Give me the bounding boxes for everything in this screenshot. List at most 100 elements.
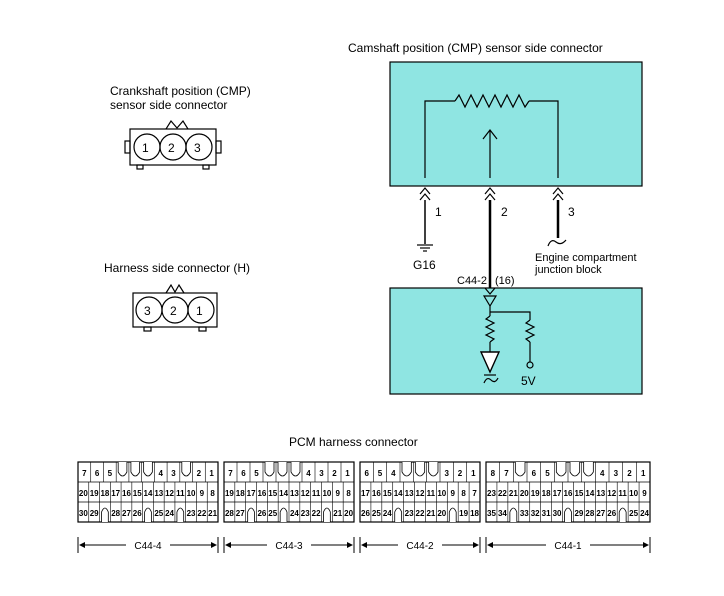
pcm-pin-number: 15 — [268, 489, 277, 498]
wire-pin-2: 2 — [501, 205, 508, 219]
pcm-pin-number: 7 — [504, 469, 509, 478]
connector-key-notch — [583, 462, 594, 477]
connector-key-notch — [130, 462, 141, 477]
pcm-pin-number: 10 — [322, 489, 331, 498]
pcm-pin-number: 12 — [416, 489, 425, 498]
camshaft-sensor-box — [389, 61, 643, 187]
pcm-pin-number: 26 — [607, 509, 616, 518]
pcm-pin-number: 30 — [553, 509, 562, 518]
pcm-pin-number: 28 — [585, 509, 594, 518]
connector-key-notch — [264, 462, 275, 477]
pcm-pin-number: 16 — [564, 489, 573, 498]
pcm-pin-number: 1 — [471, 469, 476, 478]
pcm-pin-number: 17 — [361, 489, 370, 498]
pcm-pin-number: 17 — [553, 489, 562, 498]
pcm-pin-number: 6 — [532, 469, 537, 478]
pcm-pin-number: 12 — [607, 489, 616, 498]
wire-3 — [547, 187, 567, 247]
ground-g16-label: G16 — [413, 258, 436, 272]
pcm-pin-number: 1 — [641, 469, 646, 478]
pcm-pin-number: 16 — [257, 489, 266, 498]
pcm-pin-number: 23 — [487, 489, 496, 498]
pcm-pin-number: 11 — [427, 489, 436, 498]
pcm-pin-number: 22 — [498, 489, 507, 498]
pcm-pin-number: 4 — [391, 469, 396, 478]
pcm-pin-number: 5 — [254, 469, 259, 478]
pcm-pin-number: 19 — [459, 509, 468, 518]
crank-pin-1: 1 — [142, 141, 149, 155]
crank-connector — [124, 119, 222, 170]
pcm-internal-circuit — [482, 287, 536, 384]
connector-key-notch — [394, 507, 403, 522]
pcm-box — [389, 287, 643, 395]
pcm-pin-number: 25 — [629, 509, 638, 518]
pcm-pin-number: 13 — [596, 489, 605, 498]
pcm-pin-number: 21 — [333, 509, 342, 518]
pcm-pin-number: 7 — [82, 469, 87, 478]
pcm-pin-number: 33 — [520, 509, 529, 518]
pcm-pin-number: 1 — [209, 469, 214, 478]
pcm-pin-number: 10 — [437, 489, 446, 498]
crank-pin-2: 2 — [168, 141, 175, 155]
connector-key-notch — [428, 462, 439, 477]
connector-key-notch — [290, 462, 301, 477]
pcm-pin-number: 12 — [301, 489, 310, 498]
pcm-pin-number: 9 — [200, 489, 205, 498]
harness-pin-1: 1 — [196, 304, 203, 318]
pcm-pin-number: 18 — [100, 489, 109, 498]
pcm-pin-number: 4 — [159, 469, 164, 478]
pcm-pin-number: 23 — [301, 509, 310, 518]
connector-key-notch — [323, 507, 331, 522]
pcm-pin-number: 9 — [642, 489, 647, 498]
pcm-pin-number: 24 — [165, 509, 174, 518]
pcm-pin-number: 18 — [542, 489, 551, 498]
pcm-connector-label: C44-1 — [554, 541, 582, 552]
pcm-pin-number: 28 — [111, 509, 120, 518]
connector-key-notch — [117, 462, 128, 477]
pcm-pin-number: 14 — [279, 489, 288, 498]
wire-1 — [417, 187, 433, 252]
pcm-pin-number: 7 — [472, 489, 477, 498]
pcm-pin-number: 10 — [187, 489, 196, 498]
pcm-pin-number: 24 — [383, 509, 392, 518]
connector-key-notch — [618, 507, 627, 522]
wire-2 — [484, 187, 496, 288]
pcm-pin-number: 2 — [458, 469, 463, 478]
pcm-pin-number: 2 — [197, 469, 202, 478]
pcm-pin-number: 14 — [394, 489, 403, 498]
pcm-pin-number: 5 — [378, 469, 383, 478]
pcm-pin-number: 2 — [332, 469, 337, 478]
pcm-pin-number: 21 — [509, 489, 518, 498]
pcm-pin-number: 15 — [133, 489, 142, 498]
pcm-pin-number: 8 — [491, 469, 496, 478]
connector-key-notch — [279, 507, 288, 522]
connector-key-notch — [569, 462, 581, 477]
pcm-pin-number: 25 — [372, 509, 381, 518]
connector-key-notch — [143, 462, 153, 477]
pcm-pin-number: 15 — [574, 489, 583, 498]
crank-connector-title-line2: sensor side connector — [110, 98, 227, 112]
pcm-pin-number: 24 — [290, 509, 299, 518]
pcm-pin-number: 35 — [487, 509, 496, 518]
connector-key-notch — [509, 507, 518, 522]
pcm-pin-number: 27 — [236, 509, 245, 518]
pcm-pin-number: 14 — [144, 489, 153, 498]
pcm-pin-number: 11 — [312, 489, 321, 498]
harness-pin-2: 2 — [170, 304, 177, 318]
pcm-pin-number: 20 — [520, 489, 529, 498]
pcm-pin-number: 29 — [574, 509, 583, 518]
pcm-pin-number: 13 — [290, 489, 299, 498]
pcm-pin-number: 9 — [336, 489, 341, 498]
pcm-pin-number: 21 — [426, 509, 435, 518]
pcm-pin-number: 16 — [372, 489, 381, 498]
pcm-pin-number: 15 — [383, 489, 392, 498]
pcm-pin-number: 3 — [319, 469, 324, 478]
pcm-pin-number: 28 — [225, 509, 234, 518]
pcm-pin-number: 18 — [470, 509, 479, 518]
harness-connector — [132, 283, 218, 332]
pcm-pin-number: 13 — [405, 489, 414, 498]
pcm-pin-number: 26 — [361, 509, 370, 518]
